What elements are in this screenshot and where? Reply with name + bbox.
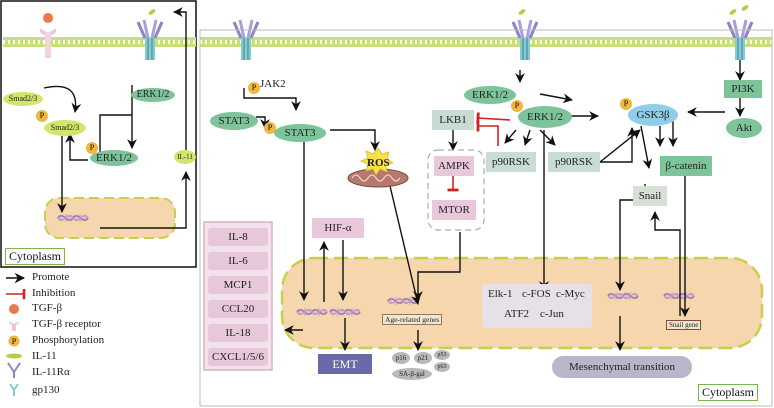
- phospho-badge: P: [248, 82, 260, 94]
- ros-burst: [359, 147, 394, 176]
- phospho-badge: P: [36, 110, 48, 122]
- legend-gp130: gp130: [32, 384, 60, 396]
- smad-node-top: Smad2/3: [3, 92, 43, 106]
- p90rsk-node-a: p90RSK: [486, 152, 536, 172]
- smad-node-phos: Smad2/3: [44, 120, 86, 136]
- erk-node-left-top: ERK1/2: [131, 88, 175, 102]
- tf-cjun: c-Jun: [540, 308, 564, 320]
- p90rsk-node-b: p90RSK: [548, 152, 600, 172]
- legend-marks: [6, 272, 26, 396]
- tf-box: [482, 284, 592, 328]
- akt-node: Akt: [726, 118, 762, 138]
- right-panel-border: [199, 29, 773, 407]
- tf-elk1: Elk-1: [488, 288, 513, 300]
- jak2-label: JAK2: [260, 78, 286, 90]
- lkb1-node: LKB1: [432, 110, 474, 130]
- cytokine-item: MCP1: [208, 276, 268, 294]
- marker-p53: p53: [434, 350, 450, 360]
- tf-cfos: c-FOS: [522, 288, 551, 300]
- ampk-mtor-box: [427, 149, 485, 231]
- erk-node-main: ERK1/2: [464, 86, 516, 104]
- legend-il11ra: IL-11Rα: [32, 366, 70, 378]
- il11-ligand: [148, 9, 156, 15]
- pi3k-node: PI3K: [724, 80, 762, 98]
- tgf-beta-ligand: [43, 13, 53, 23]
- stat3-node-a: STAT3: [210, 112, 258, 130]
- il11-ligand: [741, 5, 749, 11]
- age-related-genes-label: Age-related genes: [382, 314, 443, 325]
- legend-promote: Promote: [32, 271, 70, 283]
- phospho-badge: P: [86, 142, 98, 154]
- il11-ligand: [729, 9, 737, 15]
- mesenchymal-transition-node: Mesenchymal transition: [552, 356, 692, 378]
- hif-node: HIF-α: [312, 218, 364, 238]
- mitochondrion: [347, 168, 409, 188]
- phospho-badge: P: [264, 122, 276, 134]
- marker-p21: p21: [414, 352, 432, 364]
- erk-node-left-bottom: ERK1/2: [90, 150, 138, 166]
- sa-gal-marker: SA-β-gal: [392, 368, 432, 380]
- legend-phospho-glyph: P: [11, 337, 17, 346]
- il11-node-left: IL-11: [174, 150, 196, 164]
- legend-inhibition: Inhibition: [32, 287, 76, 299]
- marker-p63: p63: [434, 362, 450, 372]
- stat3-node-b: STAT3: [274, 124, 326, 142]
- snail-node: Snail: [633, 186, 667, 206]
- cytoplasm-label-right: Cytoplasm: [698, 384, 759, 401]
- beta-catenin-node: β-catenin: [660, 156, 712, 176]
- left-panel-border: [0, 0, 197, 268]
- cytoplasm-label-left: Cytoplasm: [5, 248, 66, 265]
- ros-label: ROS: [367, 157, 390, 169]
- legend-tgf-beta-receptor: TGF-β receptor: [32, 318, 101, 330]
- marker-p16: p16: [392, 352, 410, 364]
- tf-cmyc: c-Myc: [556, 288, 585, 300]
- cytokine-item: IL-6: [208, 252, 268, 270]
- phospho-badge: P: [620, 98, 632, 110]
- tf-atf2: ATF2: [504, 308, 530, 320]
- emt-node: EMT: [318, 354, 372, 374]
- phospho-badge: P: [511, 100, 523, 112]
- cytokine-item: CXCL1/5/6: [208, 348, 268, 366]
- legend-phosphorylation: Phosphorylation: [32, 334, 105, 346]
- snail-gene-label: Snail gene: [666, 320, 702, 330]
- ampk-node: AMPK: [434, 156, 474, 176]
- mtor-node: MTOR: [432, 200, 476, 220]
- cytokine-panel: [203, 221, 273, 371]
- cytokine-item: IL-8: [208, 228, 268, 246]
- erk-node-phos: ERK1/2: [518, 106, 572, 128]
- legend-il11: IL-11: [32, 350, 57, 362]
- tgf-beta-receptor: [40, 28, 56, 58]
- gsk3b-node: GSK3β: [628, 104, 678, 126]
- cytokine-item: CCL20: [208, 300, 268, 318]
- il11-ligand: [518, 9, 526, 15]
- cytokine-item: IL-18: [208, 324, 268, 342]
- legend-tgf-beta: TGF-β: [32, 302, 63, 314]
